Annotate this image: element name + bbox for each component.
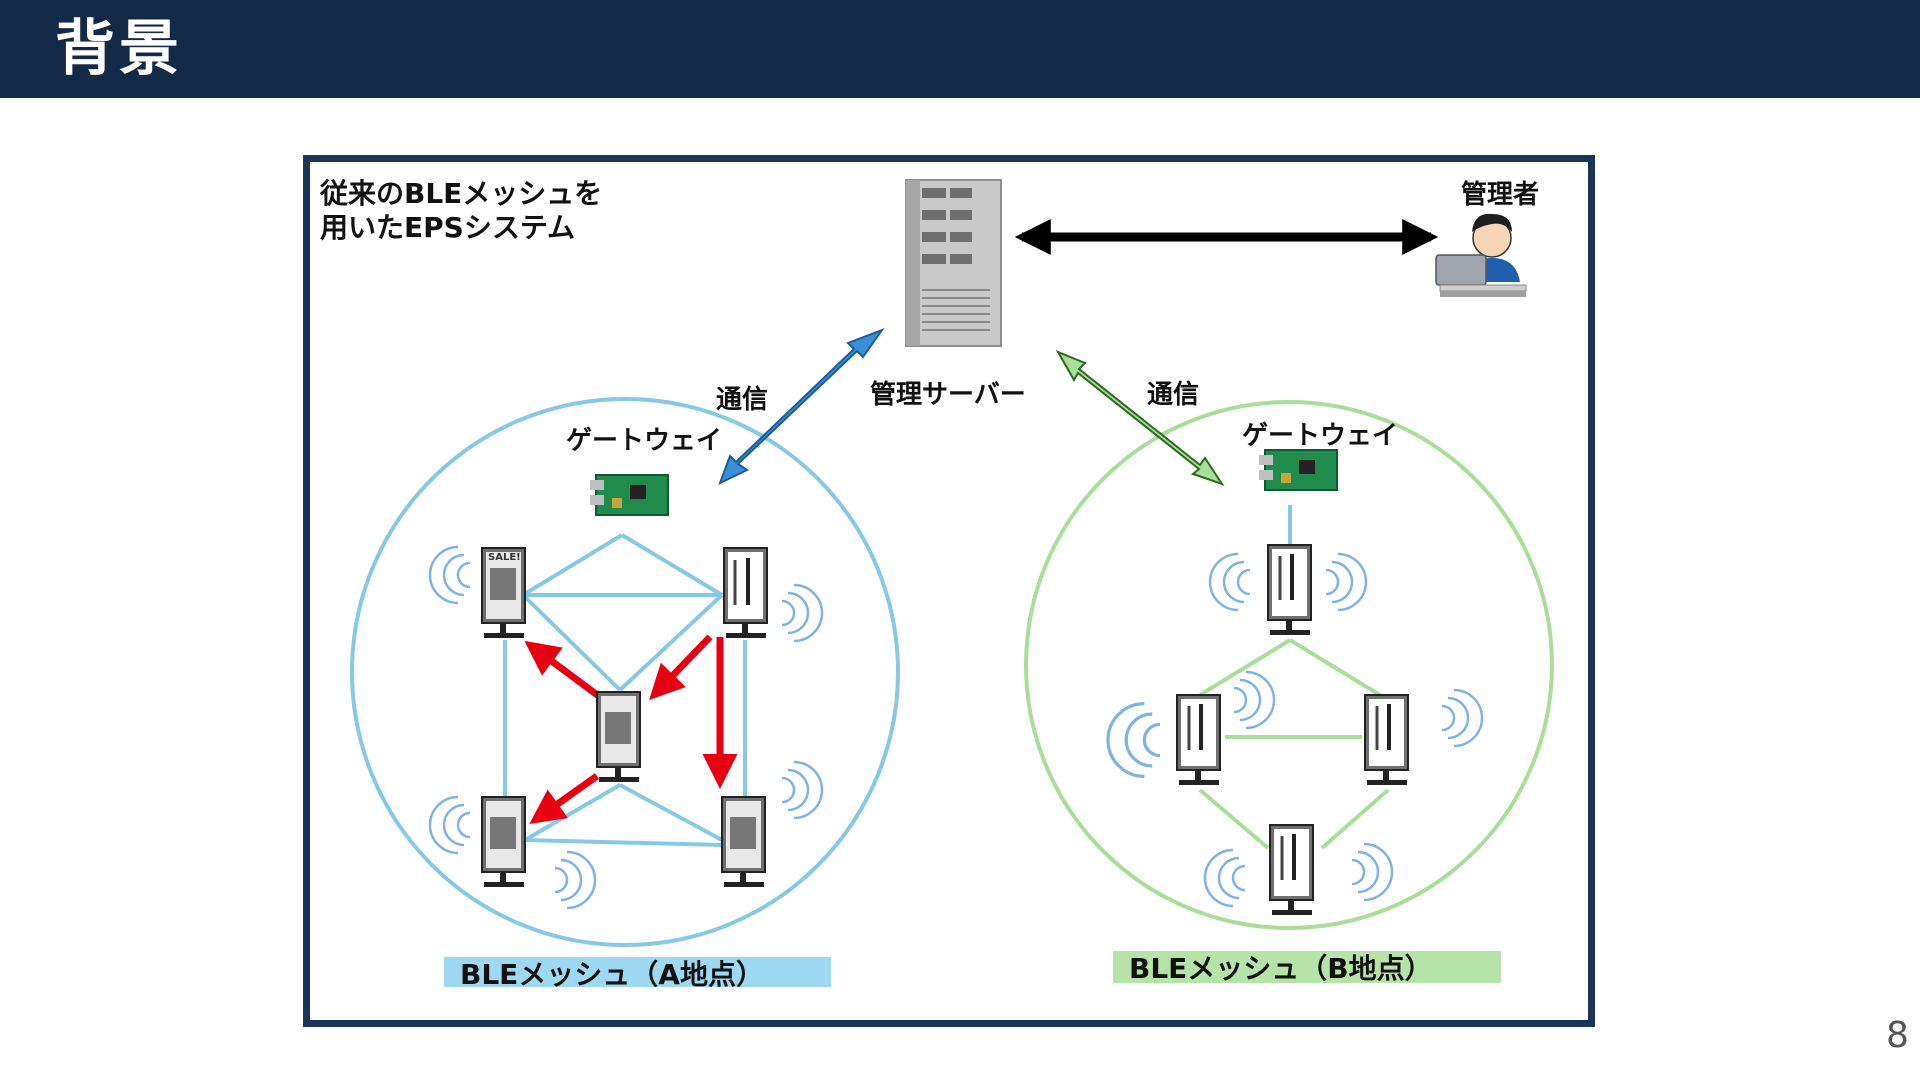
comm-arrow-right [1055, 349, 1225, 486]
signage-food-topright [723, 547, 768, 638]
comm-arrow-left [718, 327, 885, 485]
signage-food-b-bottom [1269, 824, 1314, 915]
sign-sale-text: SALE! [488, 552, 521, 563]
comm-label-left: 通信 [716, 385, 769, 415]
signage-food-b-top [1267, 544, 1312, 635]
admin-person-icon [1435, 213, 1527, 297]
mesh-a-boundary [350, 397, 900, 947]
system-title-line1: 従来のBLEメッシュを [320, 177, 603, 210]
gateway-board-b [1259, 449, 1338, 491]
signage-sale-bottomleft [481, 796, 526, 887]
server-label: 管理サーバー [870, 380, 1026, 410]
signage-sale-bottomright [721, 796, 766, 887]
signage-sale-center [596, 691, 641, 782]
admin-label: 管理者 [1461, 180, 1540, 210]
gateway-label-a: ゲートウェイ [566, 426, 723, 456]
gateway-board-a [590, 474, 669, 516]
comm-label-right: 通信 [1147, 380, 1200, 410]
mesh-b-boundary [1024, 400, 1554, 930]
mesh-b-label: BLEメッシュ（B地点） [1113, 951, 1501, 985]
server-icon [905, 179, 1002, 347]
gateway-label-b: ゲートウェイ [1242, 421, 1399, 451]
slide-title: 背景 [55, 14, 183, 84]
mesh-a-route-arrows [524, 634, 738, 825]
signage-food-b-left [1176, 694, 1221, 785]
signal-waves-icons [428, 545, 1484, 910]
system-title: 従来のBLEメッシュを 用いたEPSシステム [320, 177, 602, 245]
slide-header: 背景 [0, 0, 1920, 98]
mesh-a-links [503, 533, 747, 847]
system-title-line2: 用いたEPSシステム [320, 211, 575, 244]
signage-sale-topleft [481, 547, 526, 638]
diagram-frame [303, 155, 1595, 1027]
signage-food-b-right [1364, 694, 1409, 785]
page-number: 8 [1886, 1015, 1909, 1056]
mesh-a-label: BLEメッシュ（A地点） [444, 957, 831, 991]
